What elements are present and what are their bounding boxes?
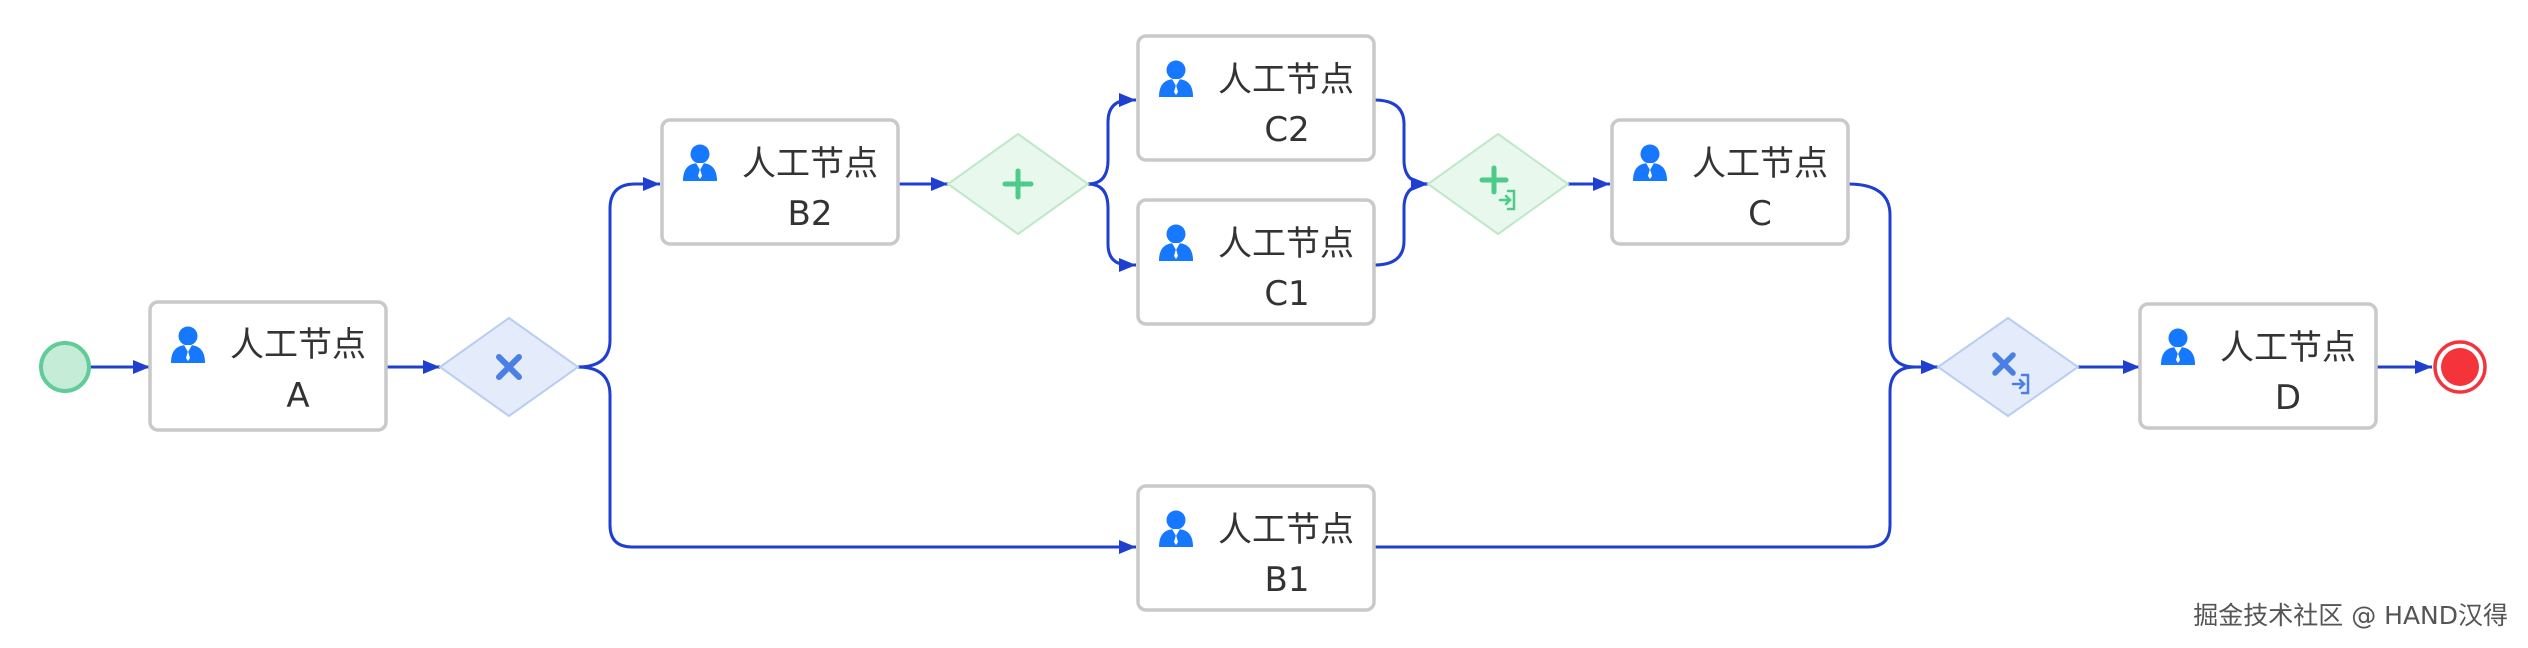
x-icon: [496, 354, 522, 380]
parallel-split-gateway[interactable]: [946, 132, 1090, 236]
task-b1[interactable]: 人工节点 B1: [1136, 484, 1376, 612]
flow-c1-to-parallel-join: [1373, 177, 1429, 267]
sequence-flows: [89, 93, 2432, 554]
flow-parallel-split-to-c1: [1087, 182, 1136, 272]
task-a-label: 人工节点: [230, 325, 366, 365]
flow-exclusive-split-to-b2: [577, 177, 660, 369]
x-merge-icon: [1992, 352, 2030, 395]
task-d-code: D: [2275, 378, 2301, 418]
exclusive-split-gateway[interactable]: [438, 316, 580, 418]
plus-merge-icon: [1479, 165, 1516, 211]
task-c2-label: 人工节点: [1218, 60, 1354, 100]
exclusive-join-gateway[interactable]: [1936, 316, 2080, 418]
task-b2[interactable]: 人工节点 B2: [660, 118, 900, 246]
task-b1-code: B1: [1265, 560, 1310, 600]
flow-c-to-exclusive-join: [1847, 182, 1938, 374]
end-event[interactable]: [2433, 340, 2487, 394]
flow-b1-to-exclusive-join: [1374, 360, 1938, 549]
flow-parallel-split-to-c2: [1087, 93, 1136, 186]
parallel-join-gateway[interactable]: [1426, 132, 1570, 236]
flow-c2-to-parallel-join: [1373, 98, 1429, 191]
task-a[interactable]: 人工节点 A: [148, 300, 388, 432]
task-b1-label: 人工节点: [1218, 510, 1354, 550]
task-c2-code: C2: [1264, 110, 1309, 150]
task-c-code: C: [1748, 194, 1772, 234]
task-c2[interactable]: 人工节点 C2: [1136, 34, 1376, 162]
plus-icon: [1002, 168, 1034, 200]
task-c-label: 人工节点: [1692, 144, 1828, 184]
task-d[interactable]: 人工节点 D: [2138, 302, 2378, 430]
task-c1[interactable]: 人工节点 C1: [1136, 198, 1376, 326]
flow-exclusive-split-to-b1: [577, 365, 1136, 554]
task-b2-label: 人工节点: [742, 144, 878, 184]
task-c[interactable]: 人工节点 C: [1610, 118, 1850, 246]
start-event[interactable]: [39, 341, 91, 393]
task-a-code: A: [286, 376, 309, 416]
task-d-label: 人工节点: [2220, 328, 2356, 368]
task-c1-code: C1: [1264, 274, 1309, 314]
task-b2-code: B2: [788, 194, 833, 234]
task-c1-label: 人工节点: [1218, 224, 1354, 264]
watermark: 掘金技术社区 @ HAND汉得: [2193, 601, 2508, 630]
